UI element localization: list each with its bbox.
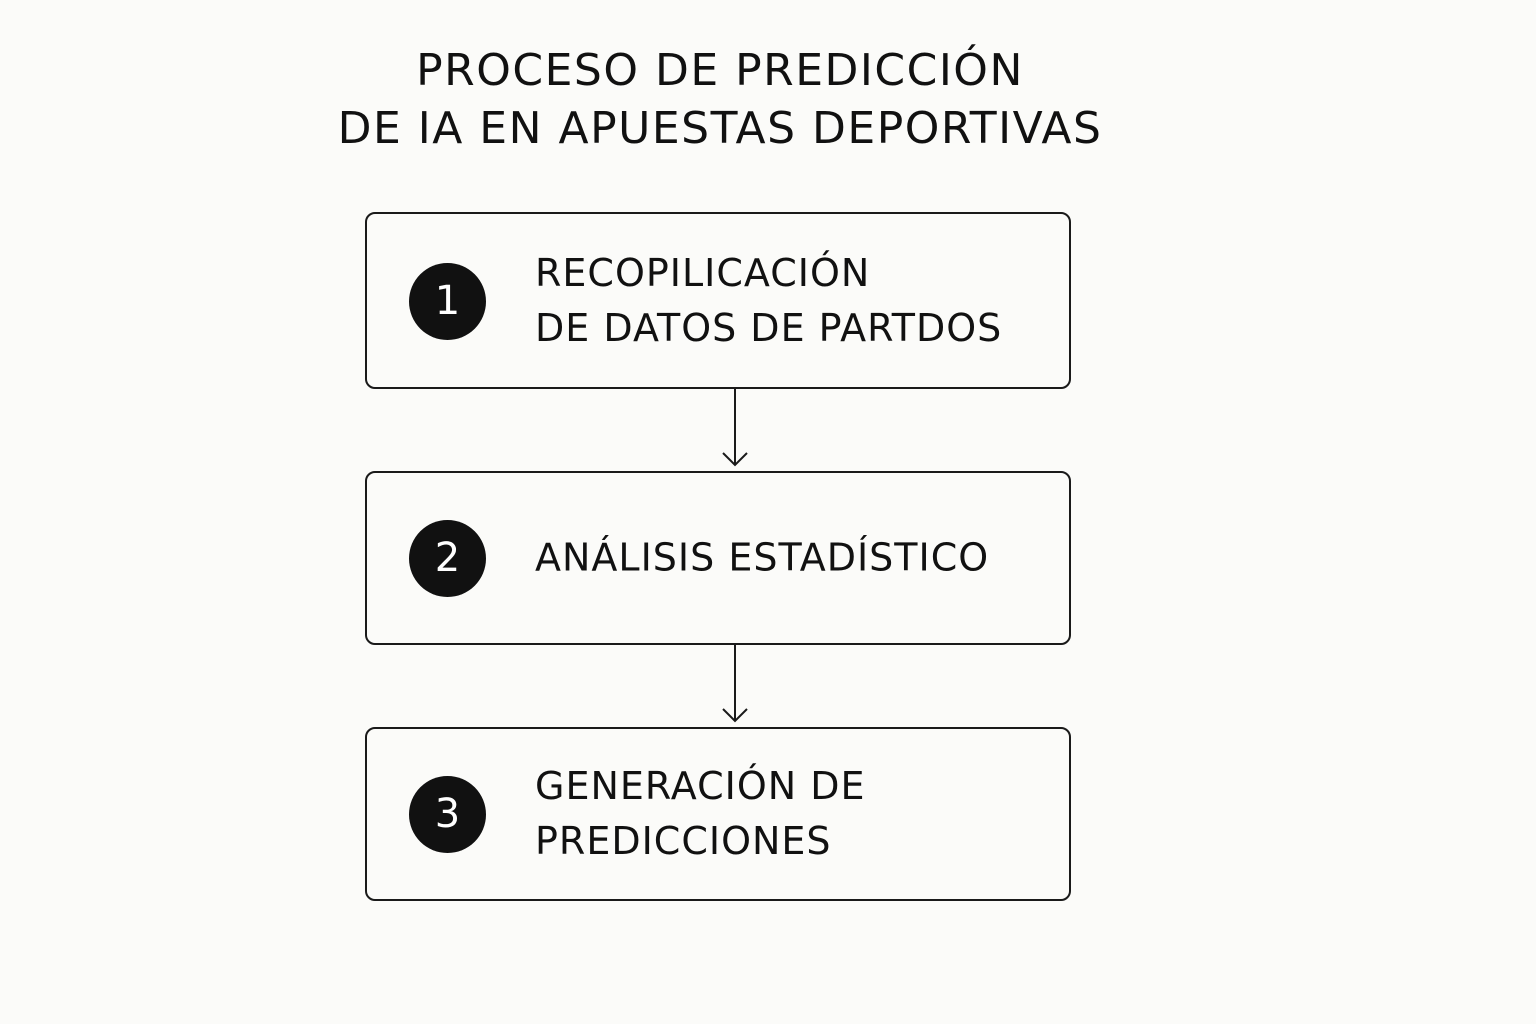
step-box-1: 1 RECOPILICACIÓN DE DATOS DE PARTDOS: [365, 212, 1071, 389]
step-box-3: 3 GENERACIÓN DE PREDICCIONES: [365, 727, 1071, 901]
step-label-2-line-1: ANÁLISIS ESTADÍSTICO: [535, 535, 990, 580]
step-box-2: 2 ANÁLISIS ESTADÍSTICO: [365, 471, 1071, 645]
arrow-down-icon: [722, 645, 748, 723]
diagram-title: PROCESO DE PREDICCIÓN DE IA EN APUESTAS …: [0, 42, 1440, 158]
diagram-title-line-2: DE IA EN APUESTAS DEPORTIVAS: [337, 103, 1103, 154]
diagram-title-line-1: PROCESO DE PREDICCIÓN: [416, 45, 1024, 96]
step-number-badge-3: 3: [409, 776, 486, 853]
step-label-3-line-2: PREDICCIONES: [535, 819, 832, 863]
arrow-down-icon: [722, 389, 748, 467]
step-label-2: ANÁLISIS ESTADÍSTICO: [535, 531, 989, 586]
step-label-1: RECOPILICACIÓN DE DATOS DE PARTDOS: [535, 246, 1002, 356]
step-number-badge-2: 2: [409, 520, 486, 597]
step-label-3: GENERACIÓN DE PREDICCIONES: [535, 759, 866, 869]
step-number-badge-1: 1: [409, 262, 486, 340]
step-label-1-line-2: DE DATOS DE PARTDOS: [535, 305, 1003, 350]
step-label-3-line-1: GENERACIÓN DE: [535, 764, 866, 808]
step-label-1-line-1: RECOPILICACIÓN: [535, 250, 871, 295]
